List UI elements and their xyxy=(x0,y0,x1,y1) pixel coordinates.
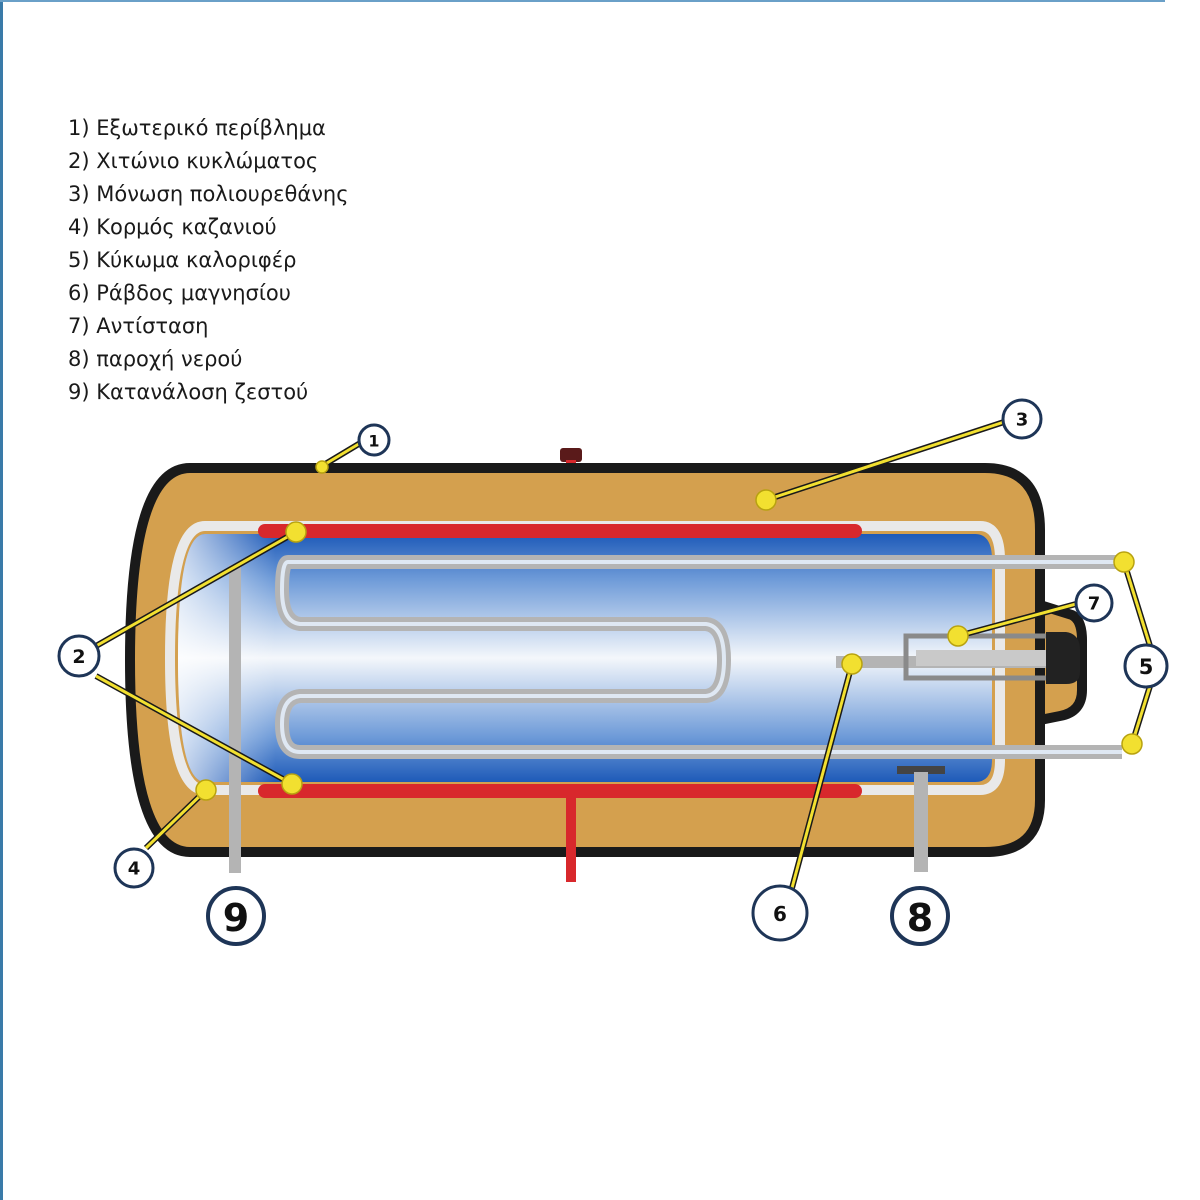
pointer-dot-2b xyxy=(281,773,303,795)
legend-item-8: 8) παροχή νερού xyxy=(68,347,243,371)
bottom-connector-pipe xyxy=(566,796,576,882)
cold-water-pipe-stem xyxy=(914,772,928,872)
legend-item-9: 9) Κατανάλοση ζεστού xyxy=(68,380,309,404)
legend-list: 1) Εξωτερικό περίβλημα 2) Χιτώνιο κυκλώμ… xyxy=(68,112,349,409)
frame-top-edge xyxy=(0,0,1165,2)
tank-outline xyxy=(164,521,1005,795)
heating-coil-inner xyxy=(279,560,1122,754)
legend-item-7: 7) Αντίσταση xyxy=(68,314,209,338)
leader-7 xyxy=(957,602,1077,638)
callout-circle-4 xyxy=(113,847,155,889)
leader-6 xyxy=(790,663,854,889)
tank-highlight xyxy=(178,534,992,782)
callout-circle-2 xyxy=(57,634,101,678)
jacket-bar-top xyxy=(258,524,862,538)
callout-label-4: 4 xyxy=(128,859,141,880)
cold-water-pipe xyxy=(897,766,945,774)
pointer-dot-2a xyxy=(285,521,307,543)
callout-label-6: 6 xyxy=(773,902,787,926)
pointer-dot-1 xyxy=(315,460,329,474)
pointer-dot-5b xyxy=(1121,733,1143,755)
heating-element-core xyxy=(916,650,1046,666)
pointer-dot-3 xyxy=(755,489,777,511)
top-connector-cap xyxy=(560,448,582,462)
callout-circle-9 xyxy=(206,886,266,946)
callout-circle-1 xyxy=(357,423,391,457)
callout-label-9: 9 xyxy=(223,896,249,940)
leader-5a xyxy=(1122,561,1152,647)
pointer-dot-4 xyxy=(195,779,217,801)
legend-item-3: 3) Μόνωση πολιουρεθάνης xyxy=(68,182,349,206)
callout-label-8: 8 xyxy=(907,896,933,940)
callout-circle-3 xyxy=(1001,398,1043,440)
leader-4 xyxy=(144,788,208,850)
legend-item-1: 1) Εξωτερικό περίβλημα xyxy=(68,116,326,140)
callout-circle-6 xyxy=(751,884,809,942)
callout-circle-7 xyxy=(1074,583,1114,623)
leader-1 xyxy=(321,440,363,468)
hot-water-pipe xyxy=(229,565,241,873)
element-plug xyxy=(1046,632,1080,684)
pointer-dot-5a xyxy=(1113,551,1135,573)
callout-label-7: 7 xyxy=(1088,594,1101,615)
pointer-dot-7 xyxy=(947,625,969,647)
legend-item-2: 2) Χιτώνιο κυκλώματος xyxy=(68,149,319,173)
leader-2b xyxy=(95,674,293,786)
callout-label-5: 5 xyxy=(1139,655,1154,679)
callout-circle-8 xyxy=(890,886,950,946)
callout-label-2: 2 xyxy=(72,646,85,668)
leader-3 xyxy=(765,420,1005,502)
callout-circle-5 xyxy=(1123,643,1169,689)
jacket-bar-bottom xyxy=(258,784,862,798)
callout-label-1: 1 xyxy=(368,432,379,451)
legend-item-5: 5) Κύκωμα καλοριφέρ xyxy=(68,248,297,272)
frame-left-edge xyxy=(0,0,3,1200)
legend-item-4: 4) Κορμός καζανιού xyxy=(68,215,277,239)
pointer-dot-6 xyxy=(841,653,863,675)
legend-item-6: 6) Ράβδος μαγνησίου xyxy=(68,281,291,305)
leader-2a xyxy=(95,530,297,648)
callout-label-3: 3 xyxy=(1016,410,1029,431)
